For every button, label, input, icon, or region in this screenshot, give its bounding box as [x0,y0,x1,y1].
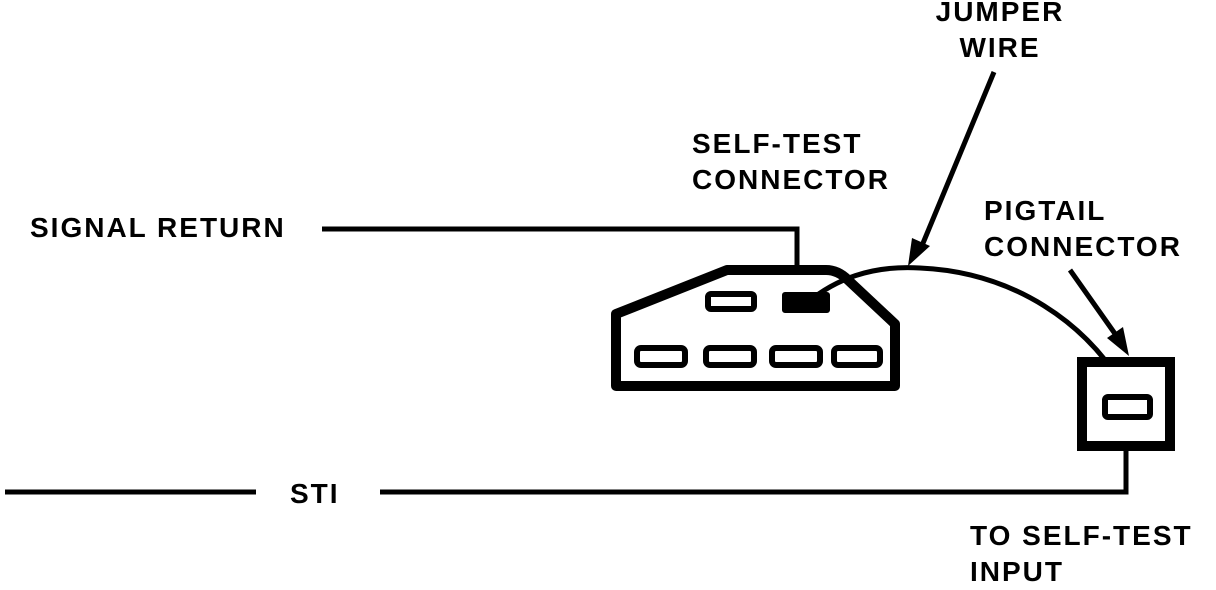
jumper-wire-arrowhead [908,238,930,266]
sti-label: STI [290,478,340,509]
signal-return-label: SIGNAL RETURN [30,212,286,243]
jumper-wire-label: JUMPER WIRE [915,0,1085,66]
pigtail-connector-pin [1102,394,1153,420]
signal-return-wire [322,226,800,266]
to-self-test-input-label: TO SELF-TEST INPUT [970,518,1193,590]
to-self-test-input-label-line2: INPUT [970,556,1064,587]
jumper-wire-leader [918,71,997,249]
pigtail-connector-label-line2: CONNECTOR [984,231,1182,262]
jumper-wire [806,265,1135,404]
pigtail-connector-arrowhead [1107,327,1129,356]
self-test-connector-label-line1: SELF-TEST [692,128,863,159]
jumper-wire-label-line1: JUMPER [935,0,1065,27]
self-test-connector-body [611,265,900,391]
pigtail-connector-leader [1067,268,1121,340]
self-test-connector-label: SELF-TEST CONNECTOR [692,126,890,198]
sti-wire-right [380,448,1129,495]
jumper-wire-label-line2: WIRE [959,32,1041,63]
connector-pin-top-left [705,291,757,312]
to-self-test-input-label-line1: TO SELF-TEST [970,520,1193,551]
self-test-connector-label-line2: CONNECTOR [692,164,890,195]
connector-pin-bottom-3 [769,345,823,368]
pigtail-connector-label: PIGTAIL CONNECTOR [984,193,1182,265]
connector-pin-top-jumpered [782,292,830,313]
connector-pin-bottom-4 [831,345,883,368]
connector-pin-bottom-1 [634,345,688,368]
pigtail-connector-label-line1: PIGTAIL [984,195,1107,226]
connector-pin-bottom-2 [703,345,757,368]
